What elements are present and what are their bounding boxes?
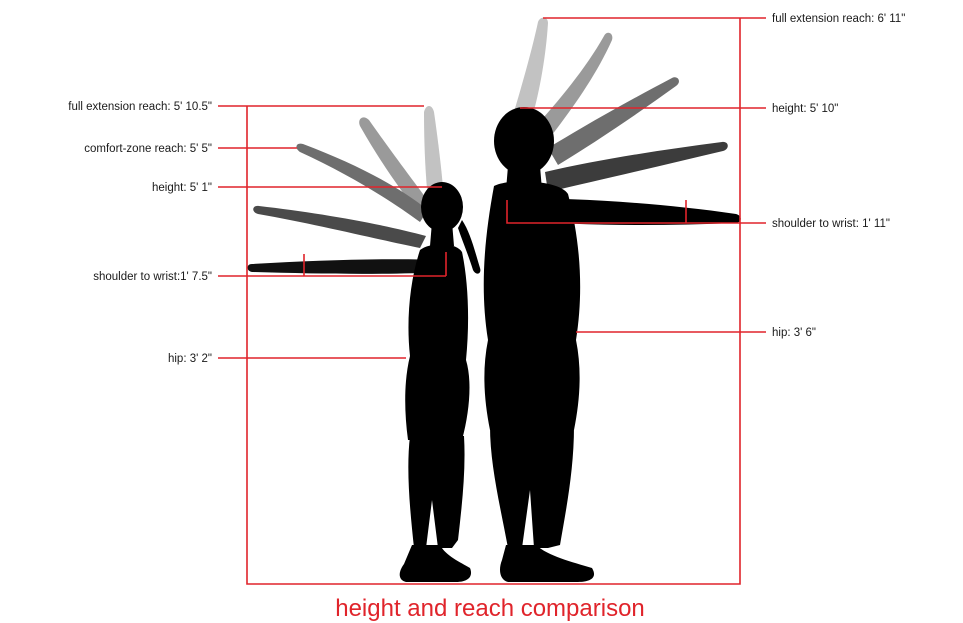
- left-hip-label: hip: 3' 2": [168, 353, 212, 365]
- right-legs: [490, 426, 574, 548]
- left-height-label: height: 5' 1": [152, 182, 212, 194]
- left-comfort-zone-label: comfort-zone reach: 5' 5": [84, 143, 212, 155]
- right-hip-label: hip: 3' 6": [772, 327, 816, 339]
- right-shoulder-to-wrist-label: shoulder to wrist: 1' 11": [772, 218, 890, 230]
- right-height-label: height: 5' 10": [772, 103, 838, 115]
- left-full-extension-label: full extension reach: 5' 10.5": [68, 101, 212, 113]
- right-figure: [484, 18, 741, 582]
- left-legs: [408, 436, 464, 548]
- right-full-extension-label: full extension reach: 6' 11": [772, 13, 905, 25]
- right-arm-vertical: [514, 18, 548, 118]
- right-torso: [484, 181, 580, 430]
- left-neck: [430, 222, 454, 246]
- right-head: [494, 107, 554, 175]
- left-arm-low-diagonal: [253, 206, 426, 248]
- diagram-title: height and reach comparison: [335, 595, 645, 622]
- left-arm-fan: [248, 106, 445, 274]
- right-feet: [500, 545, 594, 582]
- left-figure: [248, 106, 481, 582]
- left-arm-horizontal: [248, 259, 443, 274]
- left-feet: [400, 545, 471, 582]
- left-shoulder-to-wrist-label: shoulder to wrist:1' 7.5": [93, 271, 212, 283]
- left-torso: [405, 244, 469, 440]
